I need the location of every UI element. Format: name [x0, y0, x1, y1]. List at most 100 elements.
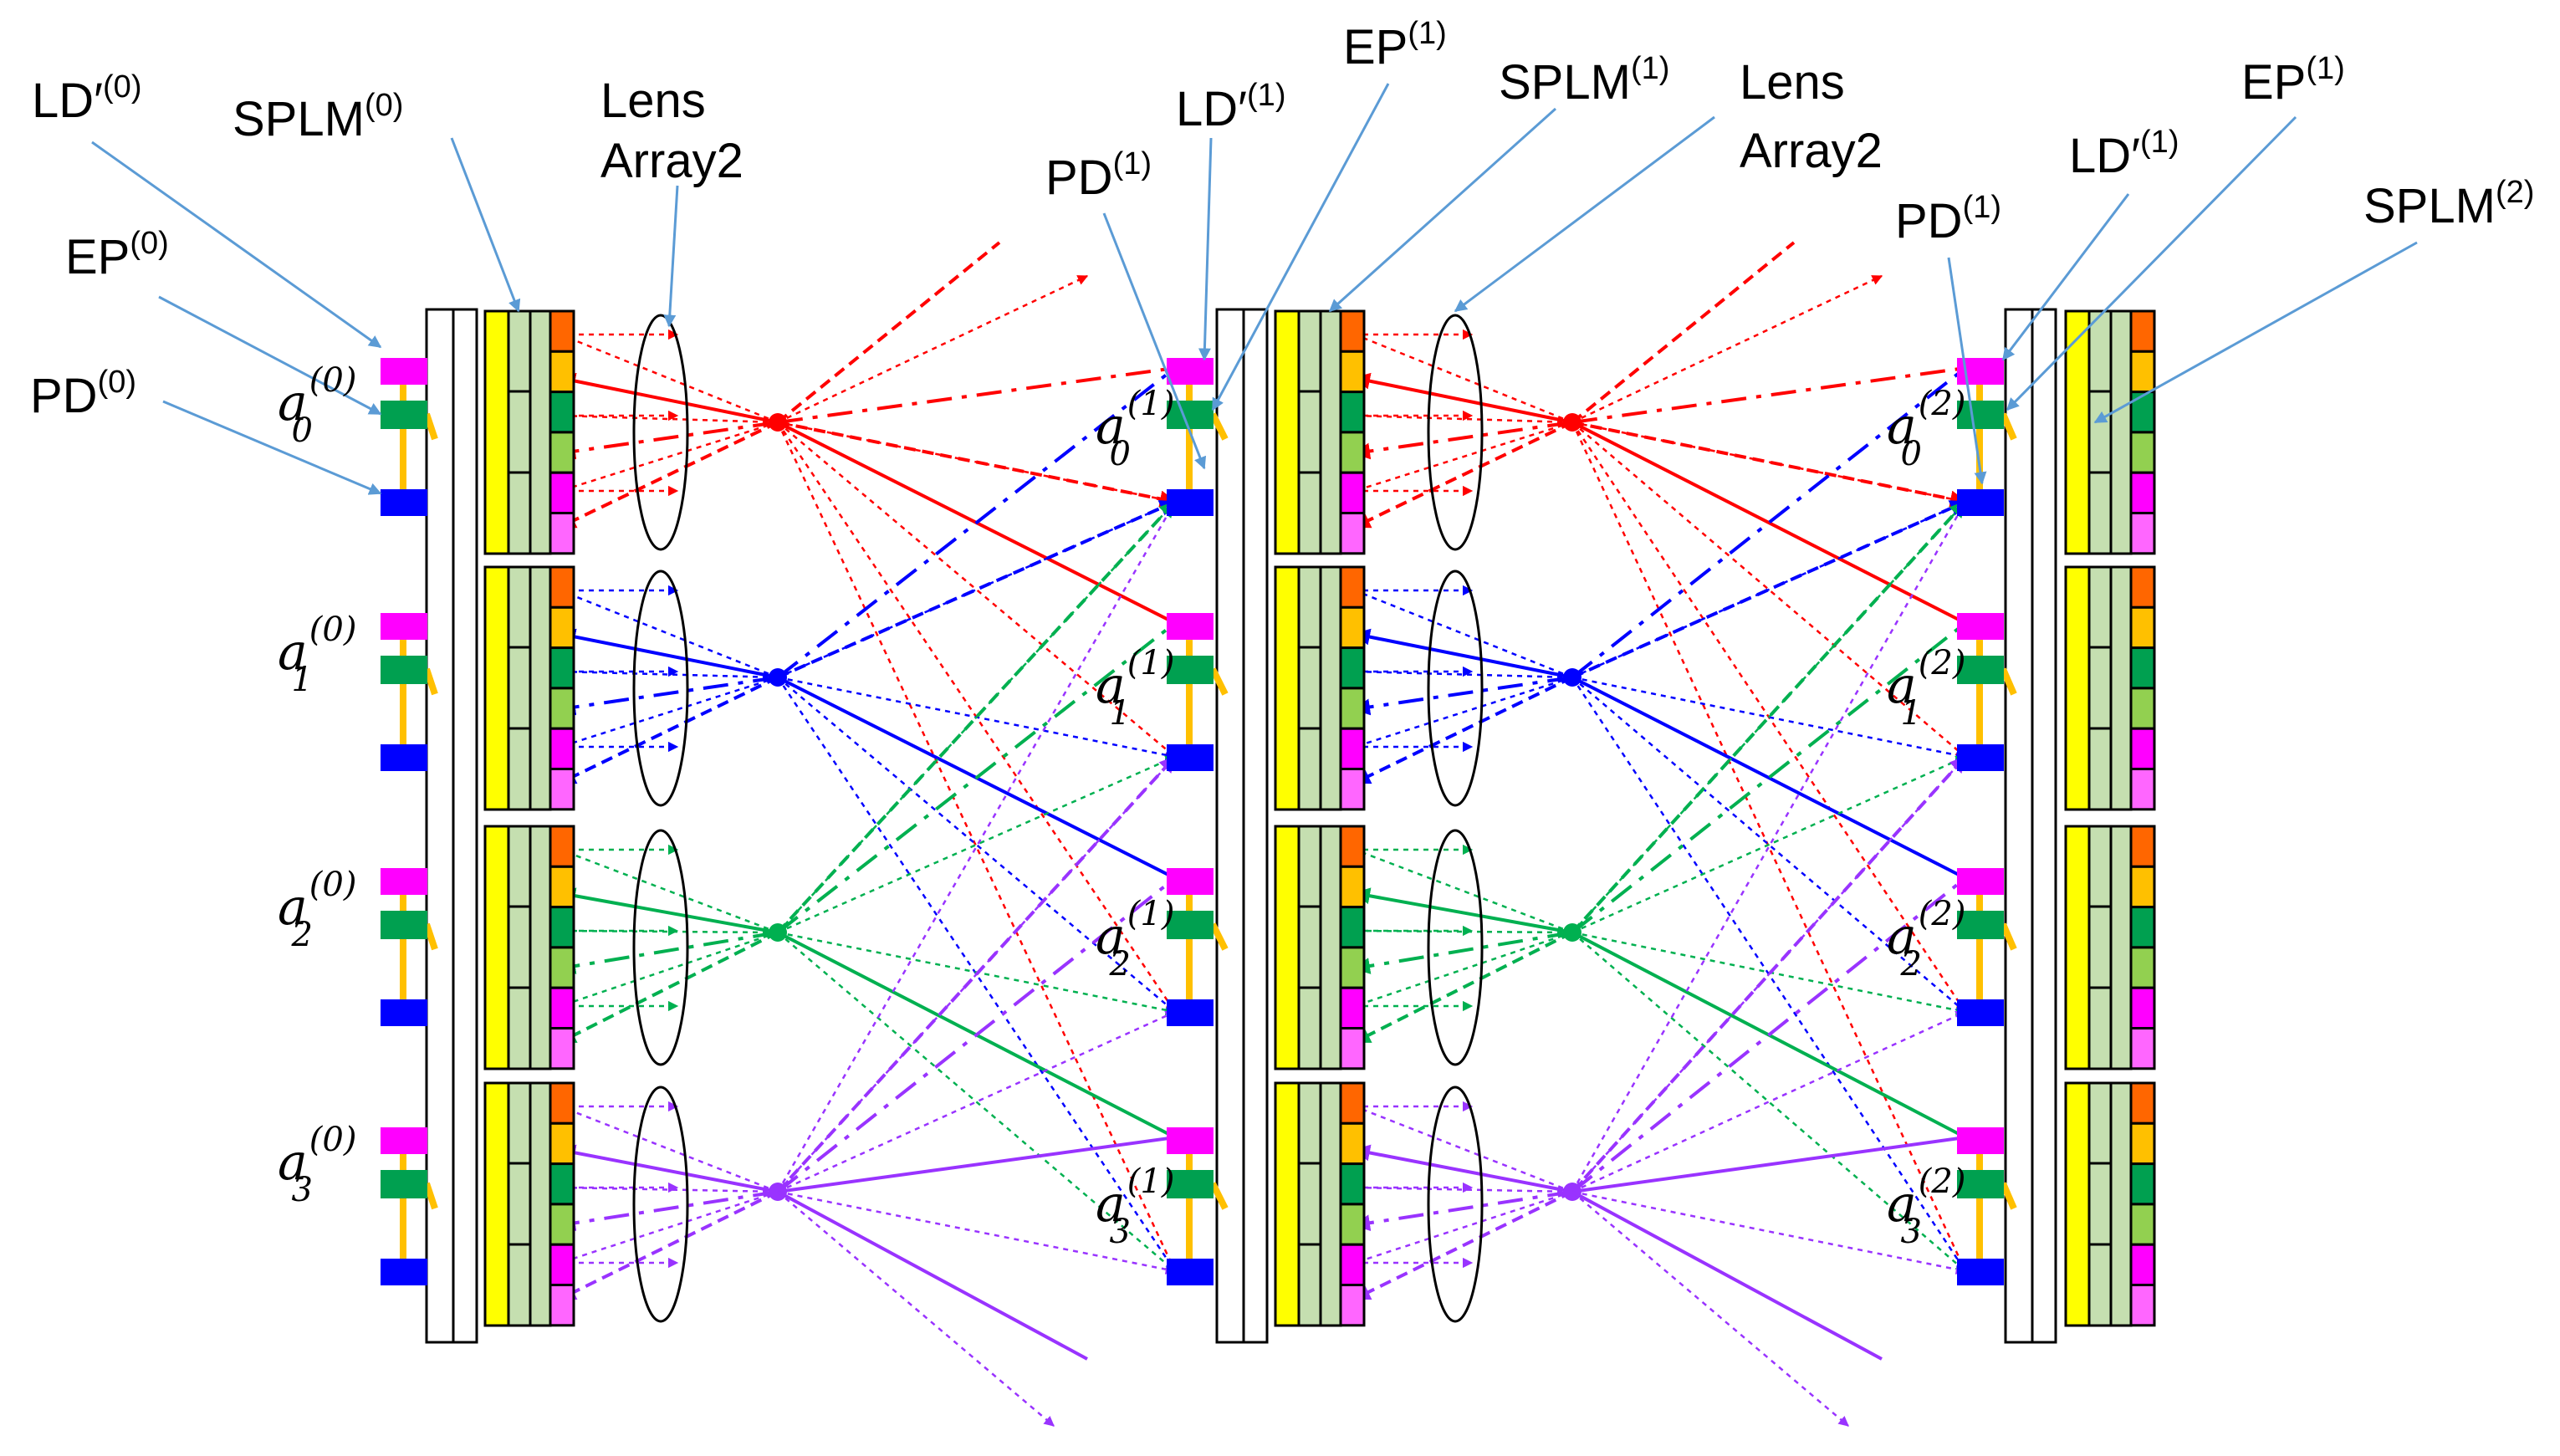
beam-dashed-s1-r2	[1571, 500, 1967, 934]
ray-in-s0-r1-3	[559, 676, 779, 716]
beam-exit-bot-s0	[777, 1190, 1088, 1361]
pd-detector-0-0	[381, 489, 427, 516]
lens-array-right-line2: Array2	[1740, 124, 1883, 178]
ray-in-s1-r0-4	[1353, 421, 1573, 493]
ep-processor-0-1	[381, 656, 427, 684]
beam-exit-bot2-s1	[1571, 1191, 1849, 1427]
ld-emitter-0-0	[381, 358, 427, 385]
splm-sage2-0-0	[529, 309, 552, 555]
ep-1-right-label: EP(1)	[2241, 51, 2345, 110]
splm-yellow-0-0	[483, 309, 510, 555]
beam-exit-top-s1	[1571, 241, 1796, 424]
lens-array-right-line1: Lens	[1740, 55, 1845, 110]
splm-cell-1-3-1	[1339, 1121, 1366, 1166]
ray-in-s1-r2-1	[1353, 887, 1573, 934]
splm-cell-1-2-3	[1339, 946, 1366, 989]
ep-processor-2-1	[1957, 656, 2004, 684]
splm-cell-2-3-1	[2129, 1121, 2156, 1166]
splm-cell-2-2-0	[2129, 825, 2156, 868]
ray-in-s1-r1-4	[1353, 676, 1573, 749]
ld-emitter-0-1	[381, 613, 427, 640]
ep-processor-2-2	[1957, 911, 2004, 939]
splm-cell-1-0-0	[1339, 309, 1366, 353]
ray-in-s0-r0-1	[559, 372, 779, 424]
ray-out-pd-s1-r1-1	[1571, 676, 1967, 760]
ep-processor-2-0	[1957, 401, 2004, 429]
callout-lens-array-right	[1454, 115, 1715, 313]
node-label-a3-0: a(0)3	[278, 1121, 356, 1209]
splm-cell-0-3-0	[549, 1081, 575, 1125]
ld-emitter-2-2	[1957, 868, 2004, 895]
ld-prime-1-mid-label: LD′(1)	[1176, 78, 1285, 136]
beam-dashed-s1-r3	[1571, 755, 1967, 1193]
beam-dashdot-s1-r2	[1571, 621, 1967, 934]
splm-sage2-1-0	[1319, 309, 1342, 555]
ld-emitter-1-0	[1167, 358, 1214, 385]
backplane-outer-0	[425, 308, 455, 1344]
splm-cell-2-2-3	[2129, 946, 2156, 989]
splm-yellow-1-2	[1274, 825, 1300, 1070]
node-label-a2-0: a(0)2	[278, 866, 356, 954]
callout-pd-1-right	[1947, 257, 1987, 485]
lens-ellipse-1-1	[1427, 570, 1484, 807]
splm-cell-0-2-0	[549, 825, 575, 868]
ray-out-pd-s1-r2-3	[1571, 932, 1966, 1272]
callout-ld-prime-1-right	[2001, 193, 2130, 361]
callout-ep-0	[158, 295, 382, 416]
ep-processor-0-0	[381, 401, 427, 429]
ld-emitter-2-3	[1957, 1127, 2004, 1154]
splm-cell-0-1-3	[549, 687, 575, 730]
splm-2-label: SPLM(2)	[2363, 175, 2534, 233]
node-label-a1-1: a(1)1	[1096, 644, 1174, 733]
splm-yellow-0-3	[483, 1081, 510, 1327]
lens-array-left-line1: Lens	[600, 74, 706, 128]
beam-exit-bot-s1	[1571, 1190, 1883, 1361]
pd-1-right-label: PD(1)	[1895, 190, 2001, 248]
node-link-1-1	[1209, 667, 1229, 696]
ray-in-s1-r3-3	[1353, 1190, 1573, 1232]
splm-sage2-2-2	[2109, 825, 2133, 1070]
splm-cell-0-3-2	[549, 1162, 575, 1206]
splm-cell-0-1-2	[549, 646, 575, 690]
ray-in-s0-r2-1	[559, 887, 779, 934]
beam-dashed-s0-r3	[776, 755, 1177, 1193]
splm-sage2-2-1	[2109, 565, 2133, 811]
ray-in-s0-r3-1	[559, 1144, 779, 1193]
lens-ellipse-1-3	[1427, 1086, 1484, 1323]
beam-dashdot-s0-r2	[776, 621, 1177, 934]
splm-cell-2-0-5	[2129, 512, 2156, 555]
beam-exit-top2-s1	[1571, 274, 1883, 424]
ray-in-s0-r3-2	[559, 1182, 779, 1193]
focal-point-s1-r2	[1563, 923, 1581, 942]
splm-cell-0-3-1	[549, 1121, 575, 1166]
splm-cell-0-3-3	[549, 1203, 575, 1246]
node-label-a3-1: a(1)3	[1096, 1162, 1174, 1251]
splm-cell-1-3-0	[1339, 1081, 1366, 1125]
ld-emitter-0-3	[381, 1127, 427, 1154]
splm-cell-0-2-1	[549, 865, 575, 909]
ray-in-s0-r3-4	[559, 1190, 779, 1265]
splm-cell-2-1-0	[2129, 565, 2156, 609]
splm-cell-0-1-1	[549, 605, 575, 650]
node-link-2-1	[2000, 667, 2017, 696]
ld-emitter-0-2	[381, 868, 427, 895]
splm-sage-1-1	[1297, 565, 1322, 811]
ray-in-s1-r2-3	[1353, 931, 1573, 974]
ray-in-s1-r3-5	[1353, 1190, 1573, 1300]
ray-in-s1-r2-2	[1353, 925, 1573, 937]
ray-in-s0-r0-2	[559, 411, 779, 424]
callout-ld-prime-1-mid	[1198, 137, 1213, 361]
ray-in-s0-r2-3	[559, 931, 779, 974]
ray-out-pd-s1-r3-1	[1571, 756, 1966, 1193]
ray-in-s1-r0-1	[1353, 372, 1573, 424]
splm-cell-2-0-4	[2129, 471, 2156, 515]
splm-cell-0-0-2	[549, 391, 575, 434]
ray-out-pd-s0-r0-1	[777, 421, 1176, 758]
ep-1-mid-label: EP(1)	[1343, 16, 1447, 74]
ray-in-s0-r1-4	[559, 676, 779, 749]
node-link-2-2	[2000, 922, 2017, 951]
callout-lens-array-left	[663, 185, 679, 328]
splm-sage-1-3	[1297, 1081, 1322, 1327]
callout-ep-1-right	[2006, 115, 2297, 411]
